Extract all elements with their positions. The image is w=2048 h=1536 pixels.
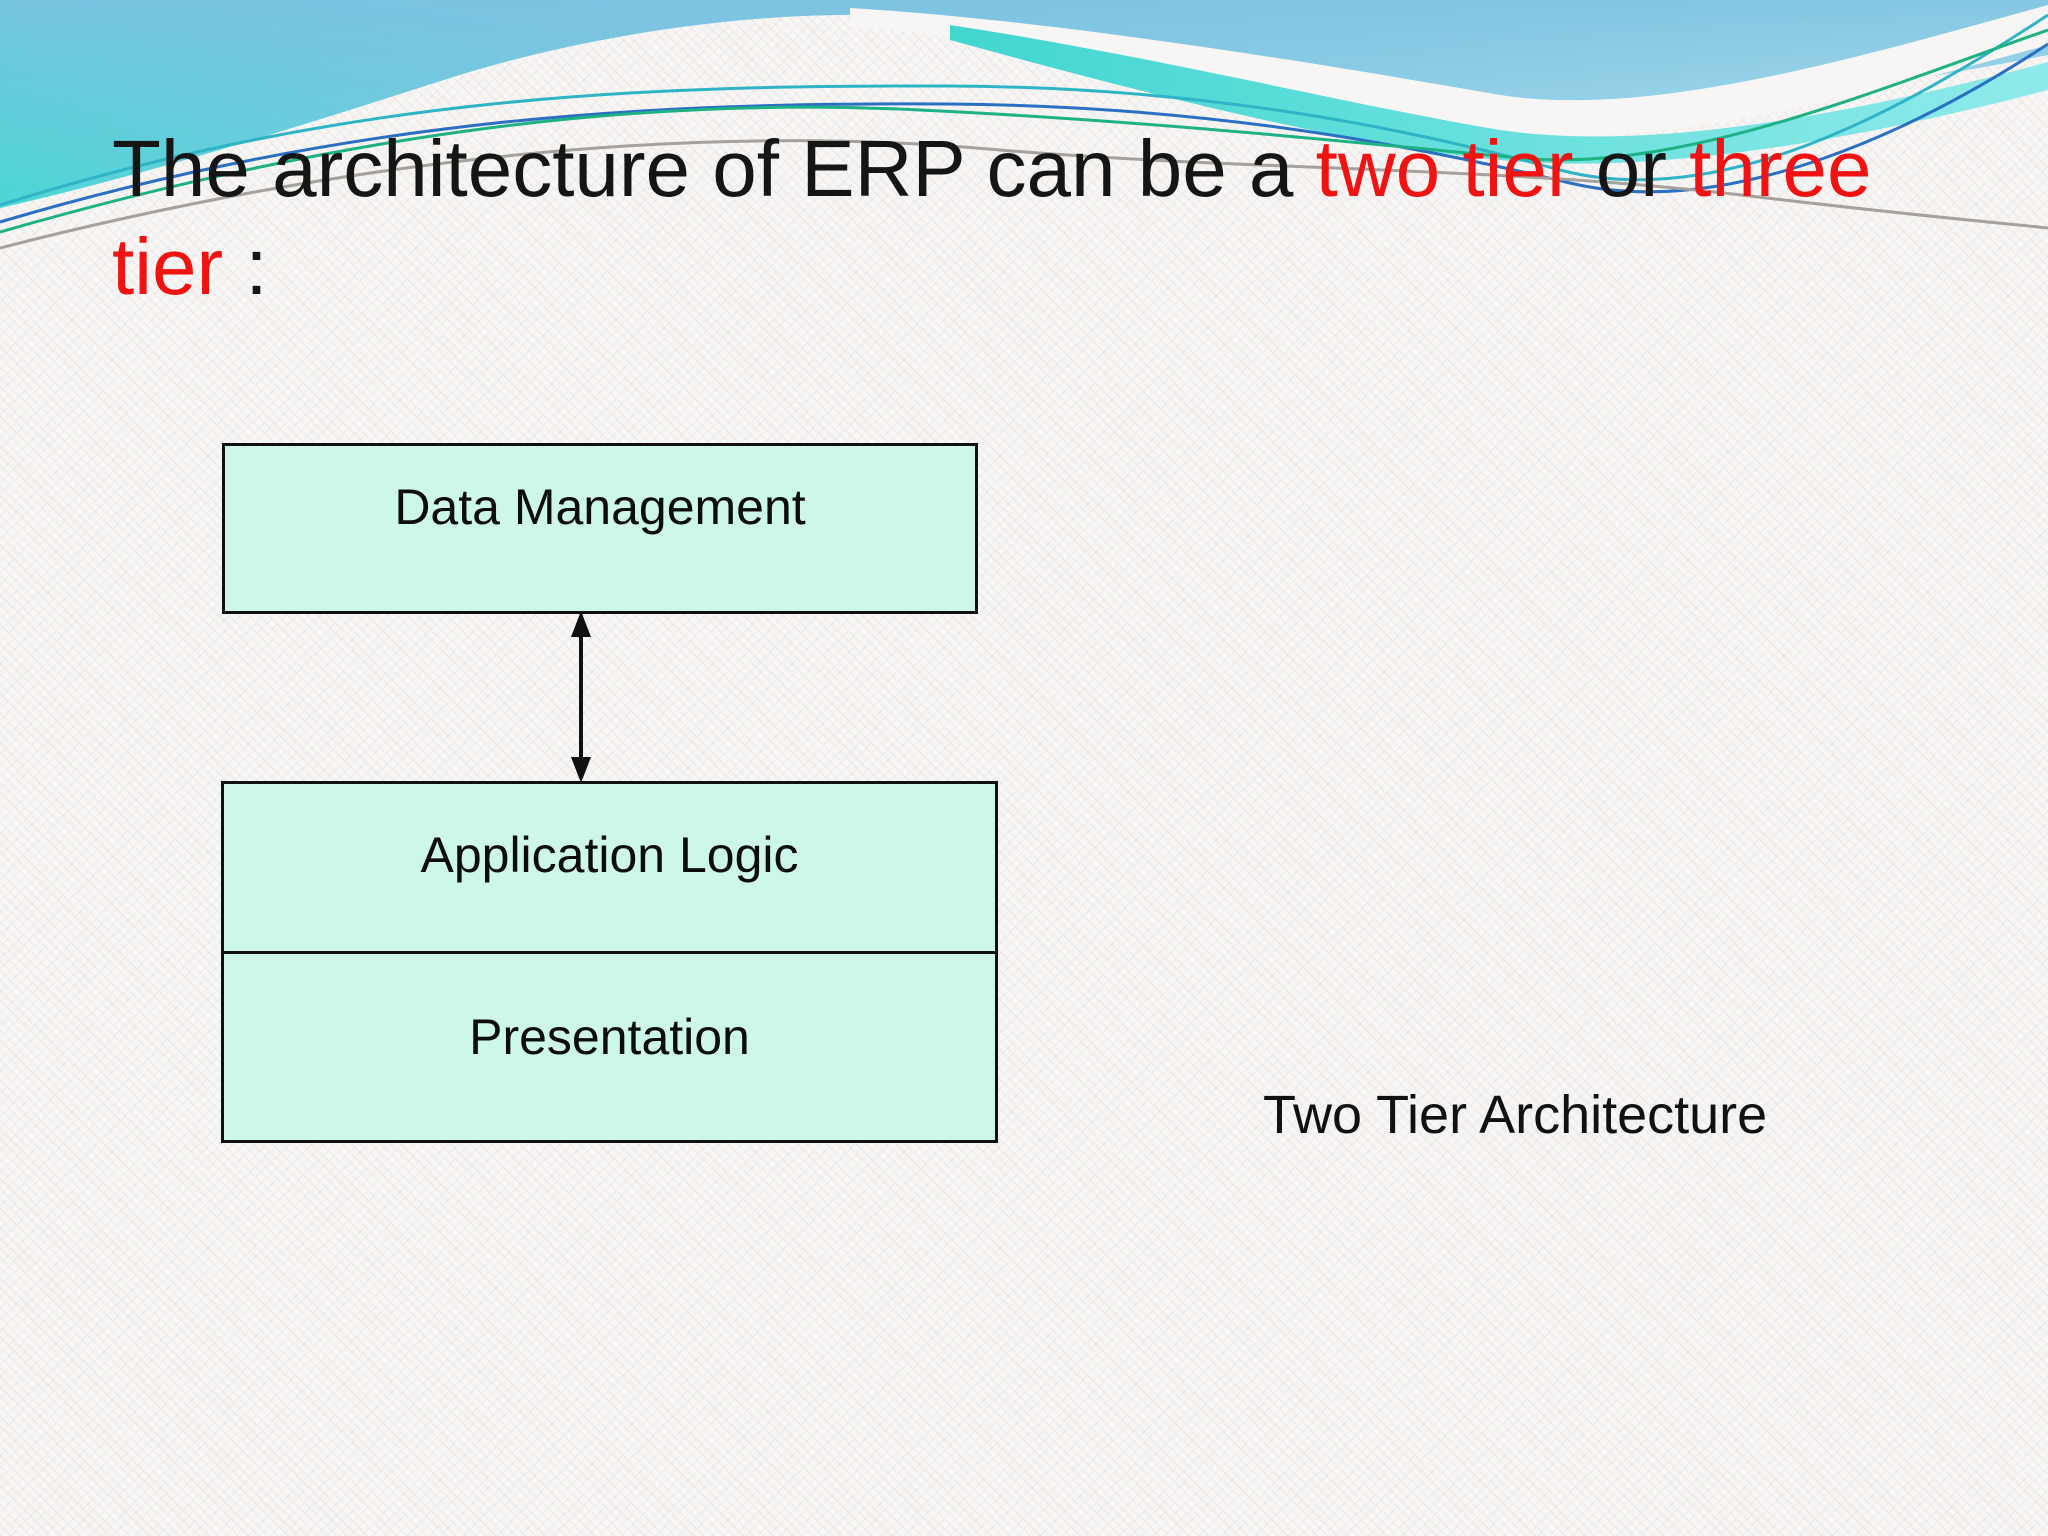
- arrowhead-down-icon: [571, 757, 591, 783]
- banner-white-band: [850, 5, 2048, 137]
- title-highlight-two-tier: two tier: [1315, 124, 1574, 213]
- banner-line-gray: [0, 139, 2048, 250]
- box-application-logic: Application Logic: [221, 781, 998, 954]
- diagram-caption: Two Tier Architecture: [1263, 1085, 1768, 1145]
- banner-line-green: [0, 28, 2048, 234]
- slide-title: The architecture of ERP can be a two tie…: [112, 120, 1972, 315]
- double-arrow-connector: [571, 611, 591, 783]
- title-text: or: [1573, 124, 1690, 213]
- box-presentation-label: Presentation: [469, 1009, 750, 1065]
- banner-line-teal: [0, 13, 2048, 207]
- title-line-1: The architecture of ERP can be a two tie…: [112, 120, 1972, 218]
- title-highlight-three: three: [1689, 124, 1872, 213]
- title-highlight-tier: tier: [112, 221, 224, 311]
- title-colon: :: [223, 221, 268, 311]
- banner-wave-graphic: [0, 0, 2048, 250]
- arrowhead-up-icon: [571, 611, 591, 637]
- box-presentation: Presentation: [221, 951, 998, 1143]
- box-application-logic-label: Application Logic: [420, 827, 799, 883]
- title-line-2: tier :: [112, 218, 1972, 316]
- banner-line-blue: [0, 42, 2048, 224]
- banner-turquoise-band: [950, 25, 2048, 164]
- box-data-management: Data Management: [222, 443, 978, 614]
- title-text: The architecture of ERP can be a: [112, 124, 1316, 213]
- box-data-management-label: Data Management: [394, 479, 806, 535]
- banner-sky-tint: [0, 0, 2048, 208]
